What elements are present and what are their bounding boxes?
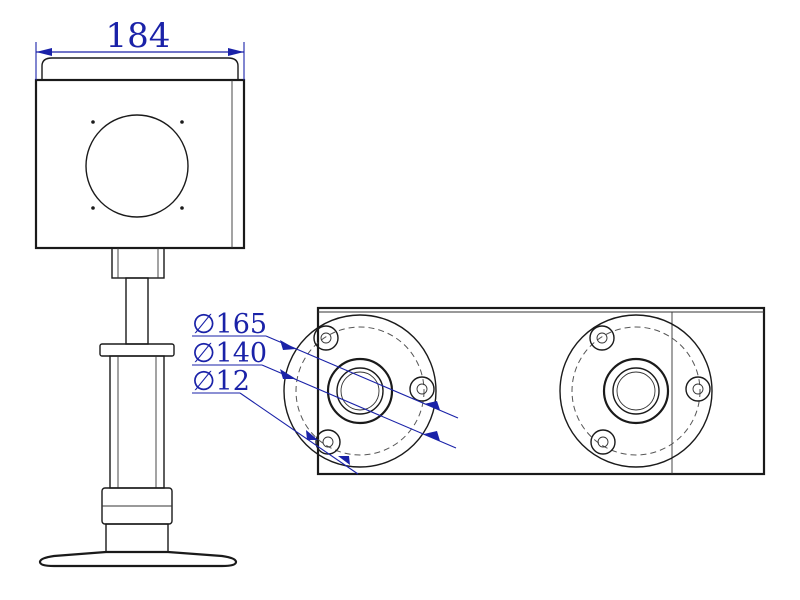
bolt-slot <box>313 325 339 351</box>
bore-inner <box>612 367 660 415</box>
leader-arrow <box>338 456 350 465</box>
leader-arrow <box>306 430 318 440</box>
diameter-140-label: ∅140 <box>192 338 267 369</box>
screw-dot <box>91 120 95 124</box>
right-flange <box>559 314 713 468</box>
base-post <box>105 523 169 553</box>
bolt-hole <box>320 332 332 344</box>
bolt-slot <box>590 429 616 455</box>
screw-dot <box>180 120 184 124</box>
mounting-plate <box>316 306 766 476</box>
top-view: ∅165 ∅140 ∅12 <box>192 306 766 476</box>
support-rod <box>125 277 149 345</box>
front-view: 184 <box>34 16 246 568</box>
width-dimension-label: 184 <box>106 16 171 56</box>
bore-core <box>616 371 656 411</box>
bolt-hole <box>416 383 428 395</box>
lens-circle <box>85 114 189 218</box>
bolt-slot <box>409 376 435 402</box>
bolt-hole <box>596 332 608 344</box>
bore-inner <box>336 367 384 415</box>
diameter-12-label: ∅12 <box>192 366 250 397</box>
bolt-circle <box>295 326 425 456</box>
screw-dot <box>180 206 184 210</box>
housing-body <box>34 78 246 250</box>
bore-core <box>340 371 380 411</box>
bolt-circle <box>571 326 701 456</box>
diameter-callouts: ∅165 ∅140 ∅12 <box>192 309 459 475</box>
bore-outer <box>602 357 670 425</box>
upper-collar <box>99 343 175 357</box>
leader-arrow <box>424 401 440 410</box>
housing-top-cap <box>41 57 239 80</box>
bolt-hole <box>597 436 609 448</box>
leader-arrow <box>280 369 296 379</box>
dimension-arrow <box>36 48 52 56</box>
flange-outer-circle <box>283 314 437 468</box>
bolt-slot <box>315 429 341 455</box>
neck-block <box>111 247 165 279</box>
bolt-hole <box>322 436 334 448</box>
bolt-slot <box>685 376 711 402</box>
bolt-slot <box>589 325 615 351</box>
flange-outer-circle <box>559 314 713 468</box>
bore-outer <box>326 357 394 425</box>
screw-dot <box>91 206 95 210</box>
diameter-165-label: ∅165 <box>192 309 267 340</box>
left-flange <box>283 314 437 468</box>
bolt-hole <box>692 383 704 395</box>
dimension-arrow <box>228 48 244 56</box>
leader-line <box>239 392 359 475</box>
base-plate <box>38 550 238 568</box>
leader-arrow <box>280 340 296 350</box>
leader-arrow <box>424 431 440 441</box>
